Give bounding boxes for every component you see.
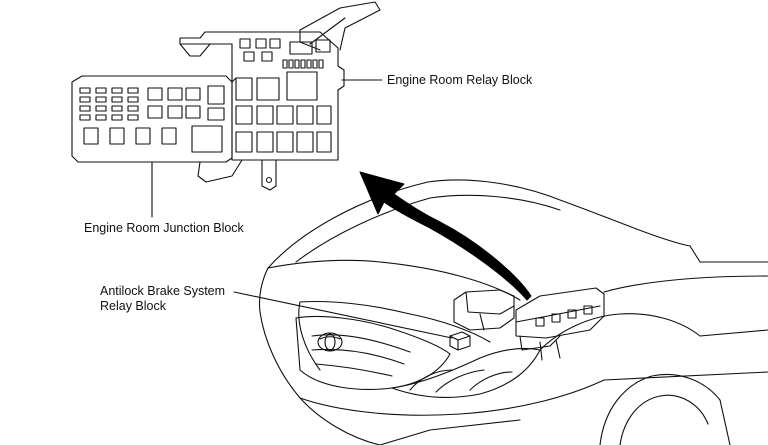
engine-room-relay-block-label: Engine Room Relay Block bbox=[387, 73, 532, 88]
abs-relay-block-label: Antilock Brake System Relay Block bbox=[100, 284, 225, 314]
engine-room-junction-block bbox=[71, 75, 243, 183]
junction-block-label-text: Engine Room Junction Block bbox=[84, 221, 244, 235]
direction-arrow bbox=[359, 171, 532, 301]
car-illustration bbox=[258, 179, 768, 445]
abs-label-line-1: Antilock Brake System bbox=[100, 284, 226, 298]
leader-lines bbox=[151, 79, 453, 339]
engine-room-junction-block-label: Engine Room Junction Block bbox=[84, 221, 244, 236]
relay-block-label-text: Engine Room Relay Block bbox=[387, 73, 533, 87]
engine-room-relay-block bbox=[179, 1, 381, 191]
engine-bay-components bbox=[449, 287, 605, 361]
abs-label-line-2: Relay Block bbox=[100, 299, 166, 313]
